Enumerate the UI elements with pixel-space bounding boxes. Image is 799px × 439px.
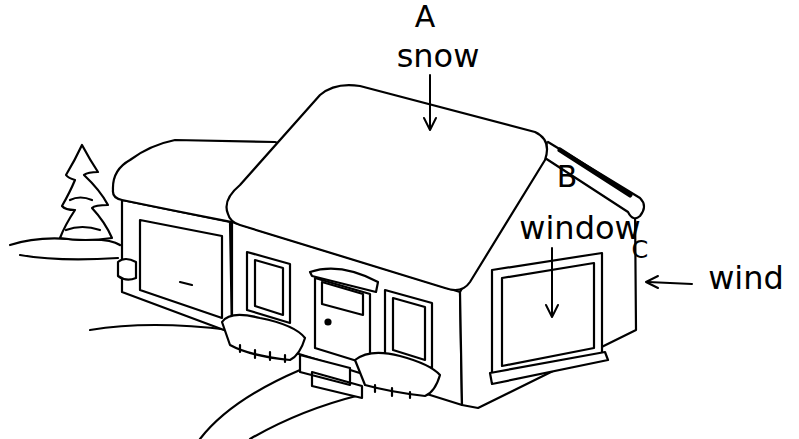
callout-letter: C	[632, 238, 649, 262]
tree	[60, 145, 112, 240]
leader-arrow	[424, 75, 436, 130]
callout-letter: B	[557, 162, 578, 192]
ground-line	[200, 370, 300, 439]
roof-snow	[227, 85, 548, 290]
part-label: wind	[708, 262, 784, 294]
ground-line	[90, 325, 230, 330]
callout-letter: A	[415, 2, 436, 32]
leader-arrow	[546, 248, 558, 317]
ground-line	[250, 395, 360, 439]
part-label: snow	[397, 40, 480, 72]
leader-arrow	[646, 276, 692, 288]
part-label: window	[519, 212, 640, 244]
ground-line	[20, 255, 118, 259]
